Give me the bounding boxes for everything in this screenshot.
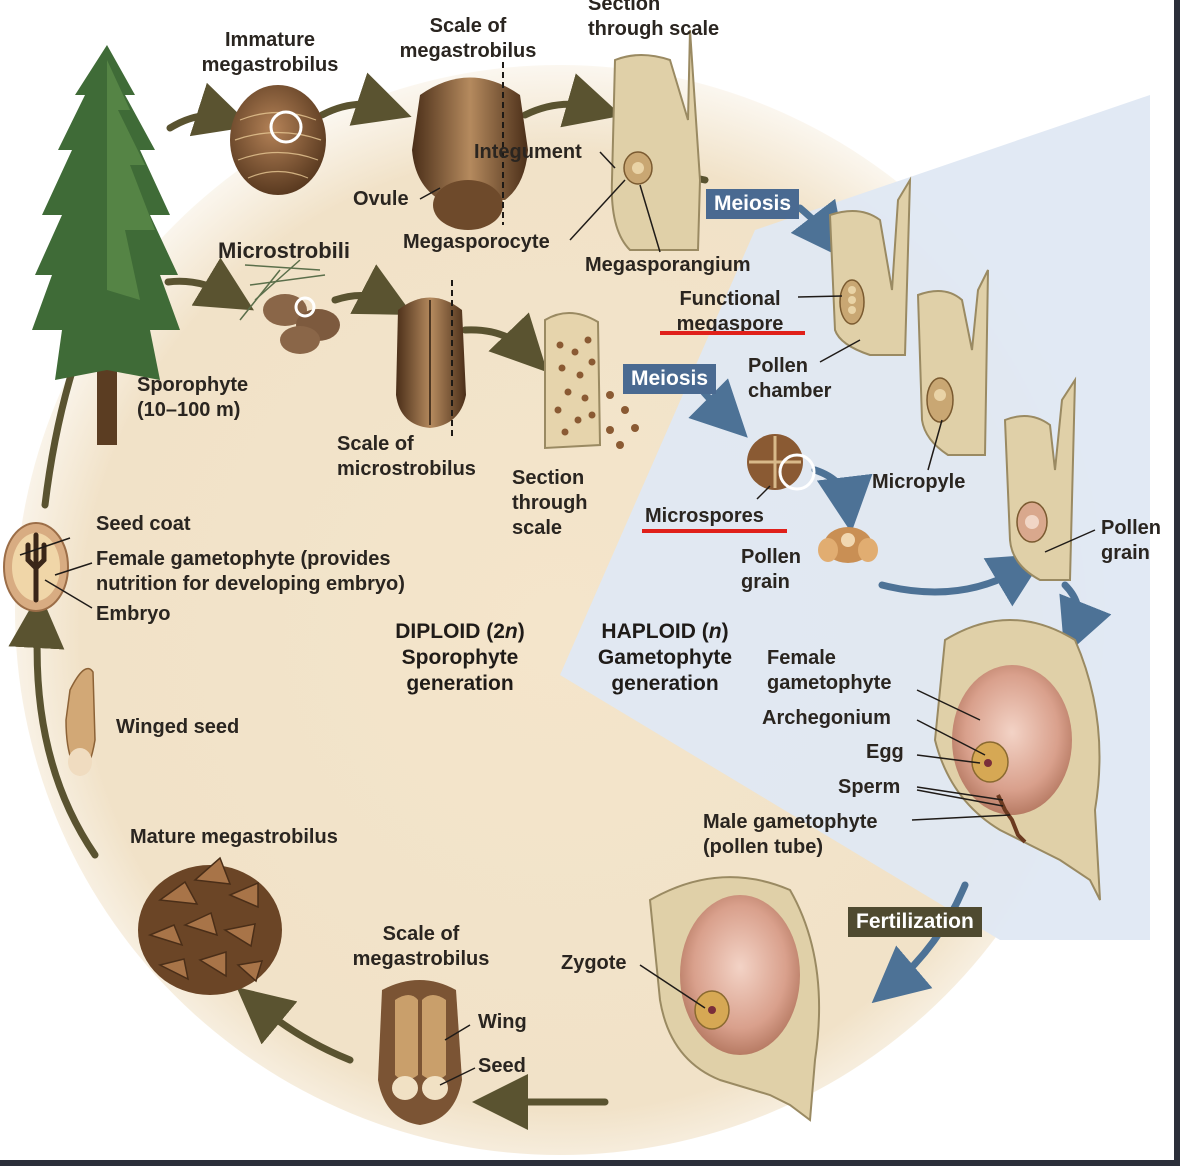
label-mature-megastrobilus: Mature megastrobilus: [130, 826, 338, 848]
label-female-gametophyte: Female gametophyte: [767, 647, 892, 694]
label-sporophyte: Sporophyte (10–100 m): [137, 374, 249, 421]
label-megasporocyte: Megasporocyte: [403, 231, 550, 253]
label-archegonium: Archegonium: [762, 707, 891, 729]
microspores-illustration: [747, 434, 878, 563]
winged-seed-illustration: [65, 667, 96, 776]
frame-edge-right: [1174, 0, 1180, 1166]
section-through-scale-top: [610, 29, 702, 251]
diploid-generation-title: DIPLOID (2n) Sporophyte generation: [360, 619, 560, 697]
highlight-underline-microspores: [642, 529, 787, 533]
diploid-line-2: Sporophyte: [401, 646, 519, 669]
haploid-generation-title: HAPLOID (n) Gametophyte generation: [570, 619, 760, 697]
label-wing: Wing: [478, 1011, 527, 1033]
life-cycle-background: [15, 65, 1150, 1155]
microstrobilus-scale-illustration: [396, 280, 466, 440]
label-egg: Egg: [866, 741, 904, 763]
label-male-gametophyte: Male gametophyte (pollen tube): [703, 811, 878, 858]
label-female-gametophyte-seed: Female gametophyte (provides nutrition f…: [96, 548, 405, 595]
seed-embryo-illustration: [3, 522, 69, 612]
fertilization-box: Fertilization: [848, 907, 982, 937]
immature-megastrobilus-cone: [230, 85, 326, 195]
female-gametophyte-ovule: [933, 619, 1101, 901]
label-scale-of-microstrobilus: Scale of microstrobilus: [337, 433, 476, 480]
label-seed-coat: Seed coat: [96, 513, 191, 535]
highlight-underline-megaspore: [660, 331, 805, 335]
label-micropyle: Micropyle: [872, 471, 966, 493]
ovule-details: [839, 279, 1048, 543]
mature-megastrobilus-cone: [138, 856, 282, 995]
label-section-through-scale-mid: Section through scale: [512, 467, 588, 539]
label-immature-megastrobilus: Immature megastrobilus: [201, 29, 339, 76]
label-ovule: Ovule: [353, 188, 409, 210]
label-pollen-chamber: Pollen chamber: [748, 355, 832, 402]
label-sperm: Sperm: [838, 776, 901, 798]
haploid-line-1: HAPLOID (n): [601, 620, 729, 643]
microstrobili-illustration: [239, 259, 340, 354]
meiosis-box-mid: Meiosis: [623, 364, 717, 394]
microsporangium-section: [544, 312, 639, 450]
meiosis-box-top: Meiosis: [706, 189, 800, 219]
label-scale-of-megastrobilus-bottom: Scale of megastrobilus: [352, 923, 490, 970]
diploid-line-3: generation: [406, 672, 514, 695]
label-microstrobili: Microstrobili: [218, 238, 351, 263]
label-pollen-grain-left: Pollen grain: [741, 546, 802, 593]
megastrobilus-scale-illustration: [412, 62, 528, 230]
pine-tree-illustration: [32, 45, 180, 445]
label-seed: Seed: [478, 1055, 526, 1077]
seed-bearing-scale-illustration: [378, 980, 462, 1125]
label-winged-seed: Winged seed: [116, 716, 240, 738]
label-scale-of-megastrobilus-top: Scale of megastrobilus: [399, 15, 537, 62]
zygote-ovule: [648, 876, 821, 1122]
label-functional-megaspore: Functional megaspore: [676, 288, 784, 333]
label-section-through-scale-top: Section through scale: [588, 0, 720, 40]
label-pollen-grain-right: Pollen grain: [1101, 517, 1162, 564]
label-zygote: Zygote: [561, 952, 627, 974]
label-embryo: Embryo: [96, 603, 171, 625]
label-leader-lines: [19, 151, 1096, 1086]
diploid-line-1: DIPLOID (2n): [395, 620, 525, 643]
label-megasporangium: Megasporangium: [585, 254, 751, 276]
label-integument: Integument: [474, 141, 582, 163]
haploid-line-2: Gametophyte: [597, 646, 733, 669]
label-microspores: Microspores: [645, 505, 764, 527]
haploid-line-3: generation: [611, 672, 719, 695]
frame-edge-bottom: [0, 1160, 1180, 1166]
